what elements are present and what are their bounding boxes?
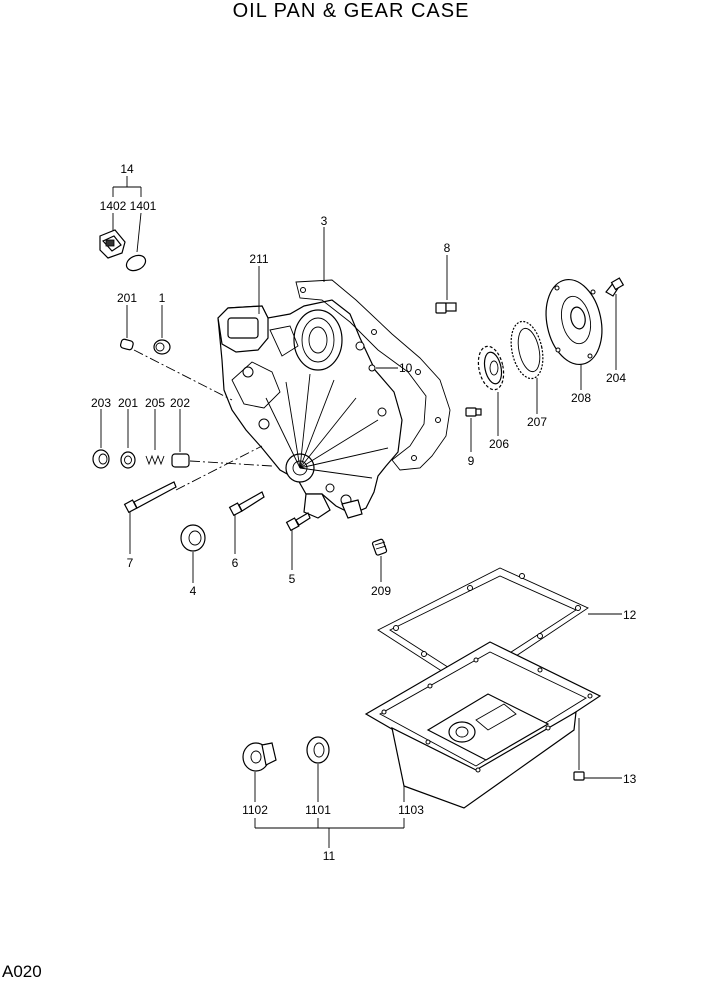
centerline-upper <box>133 349 233 401</box>
callout-8: 8 <box>444 241 451 255</box>
cap-part-1 <box>153 305 171 355</box>
spring-205 <box>145 454 165 466</box>
bolt-part-7 <box>123 445 263 554</box>
plug-part-209 <box>371 538 388 582</box>
plug-part-201-upper <box>119 305 134 351</box>
gear-part-206 <box>477 345 505 436</box>
callout-206: 206 <box>489 437 509 451</box>
page-code: A020 <box>2 962 42 981</box>
callout-labels: 14 1402 1401 3 8 211 201 1 10 204 208 20… <box>91 162 637 863</box>
callout-204: 204 <box>606 371 626 385</box>
callout-209: 209 <box>371 584 391 598</box>
bolt-part-13 <box>573 718 622 781</box>
callout-205: 205 <box>145 396 165 410</box>
oil-pan-gasket-part-12 <box>377 567 622 689</box>
plunger-202 <box>171 453 190 468</box>
callout-4: 4 <box>190 584 197 598</box>
callout-1402: 1402 <box>100 199 127 213</box>
callout-1401: 1401 <box>130 199 157 213</box>
callout-11: 11 <box>323 849 336 863</box>
callout-13: 13 <box>623 772 637 786</box>
bolt-part-5 <box>285 512 311 570</box>
diagram-title: OIL PAN & GEAR CASE <box>232 0 470 22</box>
callout-10: 10 <box>399 361 413 375</box>
drain-plug-part-1102 <box>242 742 277 802</box>
callout-1102: 1102 <box>242 803 268 817</box>
callout-6: 6 <box>232 556 239 570</box>
callout-207: 207 <box>527 415 547 429</box>
bracket-11 <box>254 818 405 848</box>
bolt-part-204 <box>605 277 625 370</box>
callout-211: 211 <box>249 252 268 266</box>
callout-203: 203 <box>91 396 111 410</box>
bolt-part-6 <box>228 491 265 554</box>
ring-gear-part-207 <box>510 320 544 414</box>
oil-pan-part-1103 <box>364 641 602 809</box>
callout-201-lower: 201 <box>118 396 138 410</box>
callout-1101: 1101 <box>305 803 331 817</box>
bolt-part-9 <box>465 407 482 452</box>
callout-5: 5 <box>289 572 296 586</box>
pump-cover-part-208 <box>545 278 603 390</box>
callout-201-upper: 201 <box>117 291 137 305</box>
callout-202: 202 <box>170 396 190 410</box>
relief-valve-assembly <box>92 409 273 469</box>
callout-1: 1 <box>159 291 166 305</box>
oil-seal-part-4 <box>180 524 206 583</box>
callout-9: 9 <box>468 454 475 468</box>
callout-14: 14 <box>120 162 134 176</box>
o-ring-part <box>125 254 147 272</box>
callout-3: 3 <box>321 214 328 228</box>
callout-1103: 1103 <box>398 803 424 817</box>
callout-12: 12 <box>623 608 637 622</box>
filler-cap-part <box>99 229 126 259</box>
callout-208: 208 <box>571 391 591 405</box>
bolt-part-8 <box>435 255 457 314</box>
callout-7: 7 <box>127 556 134 570</box>
dowel-part-10 <box>368 364 398 372</box>
filler-cap-assembly <box>99 176 147 272</box>
washer-part-1101 <box>306 736 330 802</box>
washer-201 <box>120 451 136 469</box>
gear-case-part <box>217 299 403 519</box>
case-gasket-part <box>295 227 451 471</box>
